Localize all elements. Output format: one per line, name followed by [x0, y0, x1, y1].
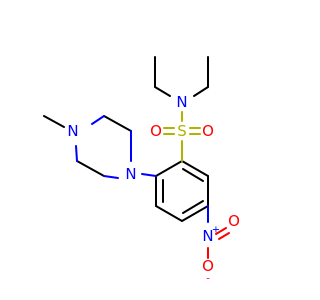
carbon-bonds	[43, 56, 209, 222]
bond-methyl	[43, 115, 65, 128]
bond-ring-c2-c3-inner	[182, 168, 204, 182]
bond-ring-c4-c5	[181, 205, 209, 222]
molecule-diagram: N N N S O O N + O O -	[43, 56, 240, 285]
nitrogen-bonds	[75, 115, 209, 223]
atom-n-sulfonamide: N	[176, 93, 187, 111]
bond-ring-c1-c2	[155, 160, 183, 177]
bond-pip-n2-c3	[103, 175, 119, 179]
atom-o-sulfonyl-right: O	[202, 122, 214, 140]
atom-o-nitro-top: O	[228, 212, 240, 230]
bond-ethyl2-ch2-n	[193, 86, 209, 97]
atom-o-nitro-bottom: O	[202, 257, 214, 275]
bond-pip-n1-c1	[91, 115, 105, 125]
atom-n-nitro: N	[202, 227, 213, 245]
atom-n-piperazine-methyl: N	[67, 122, 78, 140]
bond-ring-c5-c6	[155, 205, 183, 222]
bond-n-aryl	[141, 173, 157, 177]
bond-pip-c3-c4	[76, 160, 105, 177]
atom-n-nitro-charge: +	[212, 225, 220, 236]
bond-ring-c4-c5-inner	[182, 200, 204, 214]
atom-labels: N N N S O O N + O O -	[67, 93, 240, 285]
bond-nitro-o-top-b	[218, 232, 230, 240]
oxygen-bonds	[207, 227, 230, 259]
molecule-svg: N N N S O O N + O O -	[43, 56, 240, 285]
atom-o-sulfonyl-left: O	[150, 122, 162, 140]
bond-pip-c1-c2	[103, 115, 132, 132]
bond-pip-n1-c4	[75, 145, 78, 162]
atom-sulfur: S	[177, 122, 187, 140]
bond-nitro-o-top-a	[215, 227, 227, 235]
sulfur-bonds	[163, 111, 201, 162]
bond-ethyl1-ch2-n	[154, 86, 171, 97]
atom-o-nitro-charge: -	[206, 274, 210, 285]
atom-n-piperazine-aryl: N	[125, 165, 136, 183]
bond-ring-c2-c3	[181, 160, 209, 177]
